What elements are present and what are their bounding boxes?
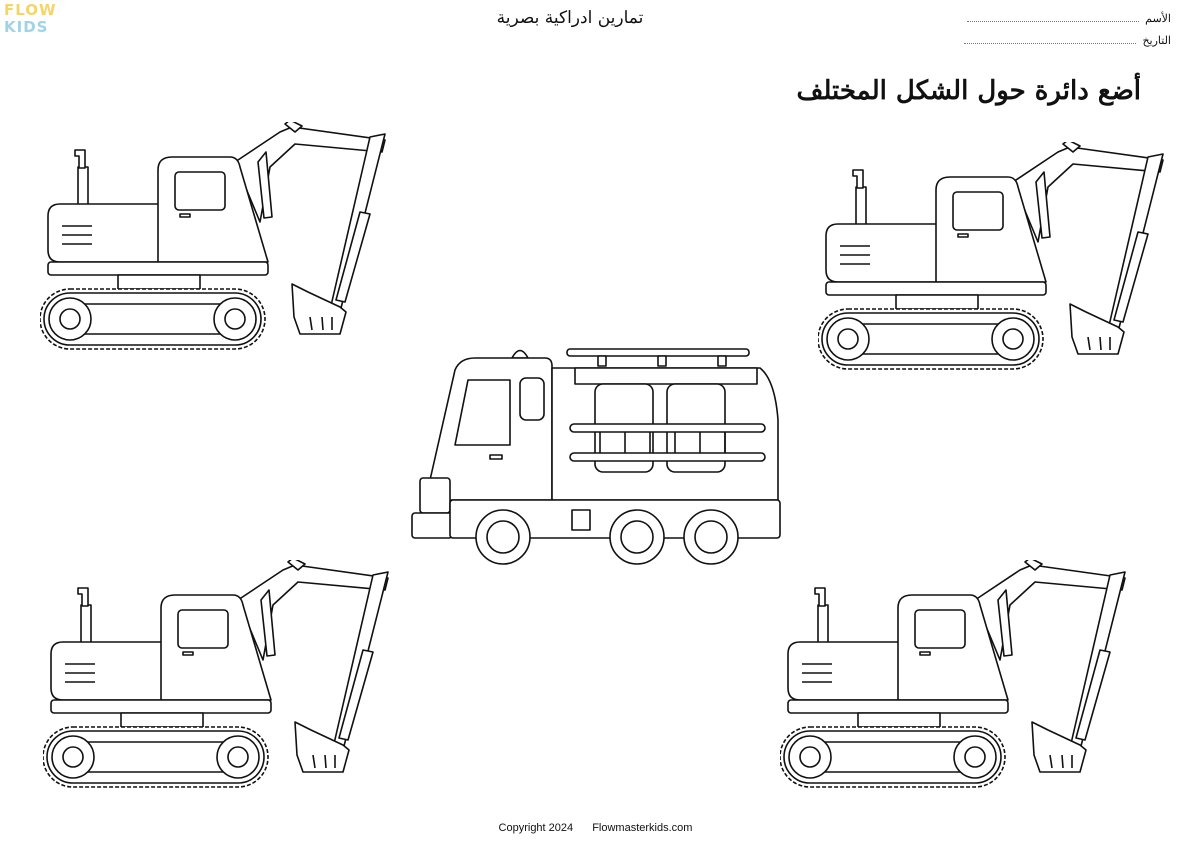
name-field[interactable]: الأسم [967,12,1171,25]
copyright-text: Copyright 2024 [498,822,574,834]
name-line[interactable] [967,15,1140,22]
footer: Copyright 2024 Flowmasterkids.com [0,822,1191,834]
excavator-bottom-left[interactable] [43,558,389,788]
logo-text-bottom: KIDS [4,18,49,36]
date-field[interactable]: التاريخ [964,34,1171,47]
worksheet-title: تمارين ادراكية بصرية [496,8,644,28]
date-line[interactable] [964,37,1137,44]
logo-text-top: FLOW [4,1,57,19]
flowkids-logo: FLOW KIDS [4,2,60,40]
site-link[interactable]: Flowmasterkids.com [592,822,693,834]
excavator-bottom-right[interactable] [780,558,1126,788]
excavator-top-right[interactable] [818,140,1164,370]
date-label: التاريخ [1142,34,1171,47]
fire-truck-different[interactable] [411,348,781,565]
instruction: أضع دائرة حول الشكل المختلف [796,76,1141,106]
name-label: الأسم [1145,12,1171,25]
excavator-top-left[interactable] [40,120,386,350]
